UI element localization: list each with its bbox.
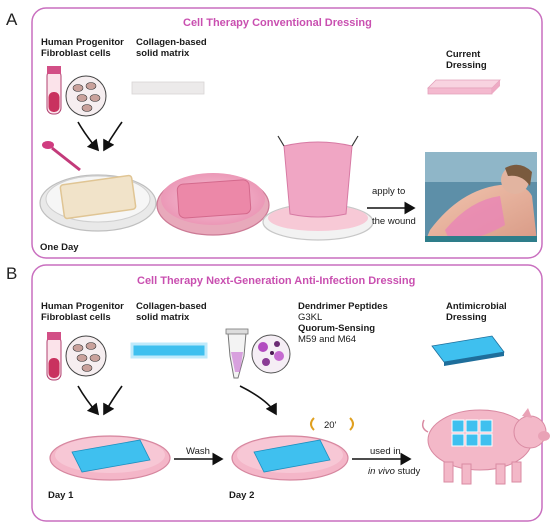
petri-dish-day1 <box>49 435 171 481</box>
study-text: study <box>394 466 421 477</box>
cells-label-b: Human Progenitor Fibroblast cells <box>41 301 124 323</box>
collagen-matrix-blue-icon <box>130 342 208 359</box>
pig-icon <box>421 408 550 485</box>
in-vivo-text: in vivo <box>368 466 395 477</box>
cells-circle-icon-b <box>65 335 107 377</box>
panel-a-letter: A <box>6 10 18 29</box>
matrix-label-a: Collagen-based solid matrix <box>136 37 207 59</box>
day2-label: Day 2 <box>229 490 255 501</box>
collagen-matrix-icon <box>131 81 205 95</box>
day1-label: Day 1 <box>48 490 74 501</box>
antimicrobial-label: Antimicrobial Dressing <box>446 301 507 323</box>
panel-a-title: Cell Therapy Conventional Dressing <box>183 17 372 29</box>
g3kl-label: G3KL <box>298 312 323 323</box>
time-label: 20' <box>324 420 337 431</box>
heat-icon <box>310 417 354 431</box>
quorum-label: Quorum-Sensing <box>298 323 376 334</box>
current-dressing-label: Current Dressing <box>446 49 487 71</box>
wash-label: Wash <box>186 446 210 457</box>
apply-label-2: the wound <box>372 216 416 227</box>
one-day-label: One Day <box>40 242 79 253</box>
used-in-label: used in <box>370 446 401 457</box>
eppendorf-icon <box>225 328 249 379</box>
petri-dish-2 <box>156 173 270 236</box>
petri-dish-day2 <box>231 435 349 481</box>
apply-label-1: apply to <box>372 186 406 197</box>
matrix-label-b: Collagen-based solid matrix <box>136 301 207 323</box>
in-vivo-study-label: in vivo study <box>368 466 420 477</box>
pipette-icon <box>42 141 81 172</box>
cells-circle-icon <box>65 75 107 117</box>
patient-photo <box>425 152 537 242</box>
peptide-circle-icon <box>251 334 291 374</box>
current-dressing-icon <box>427 79 501 95</box>
antimicrobial-dressing-icon <box>431 335 505 366</box>
petri-dish-1 <box>39 174 157 232</box>
panel-b-frame <box>31 264 543 522</box>
panel-b-title: Cell Therapy Next-Generation Anti-Infect… <box>137 275 416 287</box>
m59-m64-label: M59 and M64 <box>298 334 357 345</box>
panel-a-frame <box>31 7 543 259</box>
dendrimer-label: Dendrimer Peptides <box>298 301 388 312</box>
panel-b-letter: B <box>6 264 18 283</box>
tube-icon <box>46 66 62 115</box>
tube-icon-b <box>46 332 62 381</box>
petri-dish-3 <box>262 135 374 241</box>
cells-label-a: Human Progenitor Fibroblast cells <box>41 37 124 59</box>
